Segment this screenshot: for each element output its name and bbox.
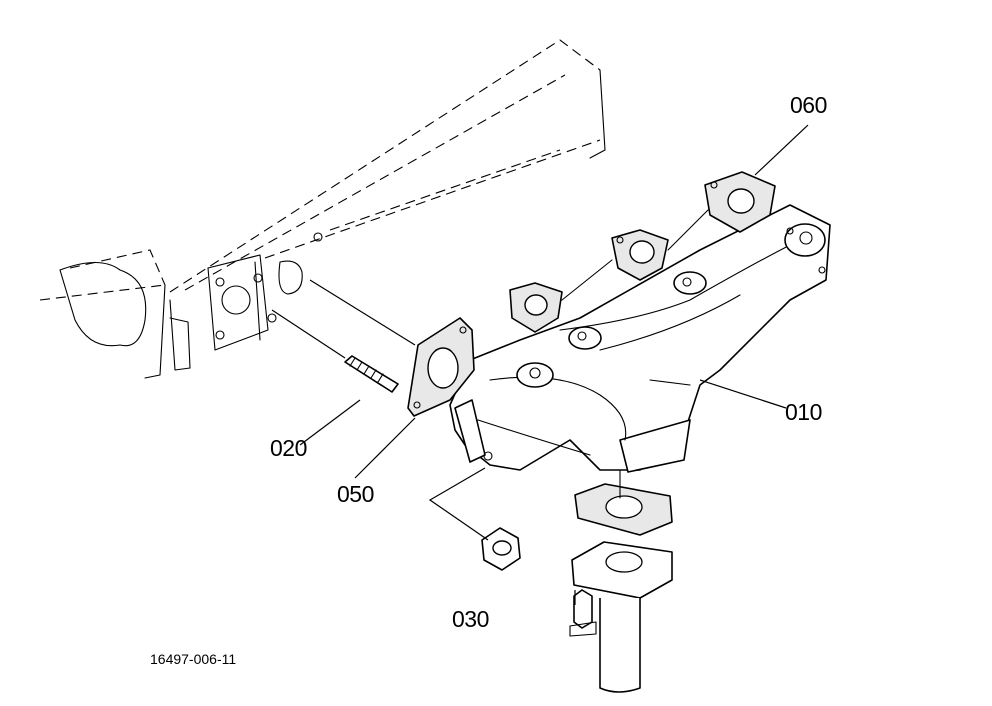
callout-060: 060 [790,92,827,118]
stud-bolt [271,309,399,393]
flange-gasket [407,317,475,417]
callout-030: 030 [452,606,489,632]
exhaust-flange-assembly [569,469,673,693]
callout-010: 010 [785,399,822,425]
exhaust-manifold [449,204,831,473]
flange-nut [428,467,521,571]
figure-code: 16497-006-11 [150,651,236,667]
cylinder-head [39,39,606,379]
manifold-gasket [509,171,776,333]
callout-020: 020 [270,435,307,461]
callout-050: 050 [337,481,374,507]
